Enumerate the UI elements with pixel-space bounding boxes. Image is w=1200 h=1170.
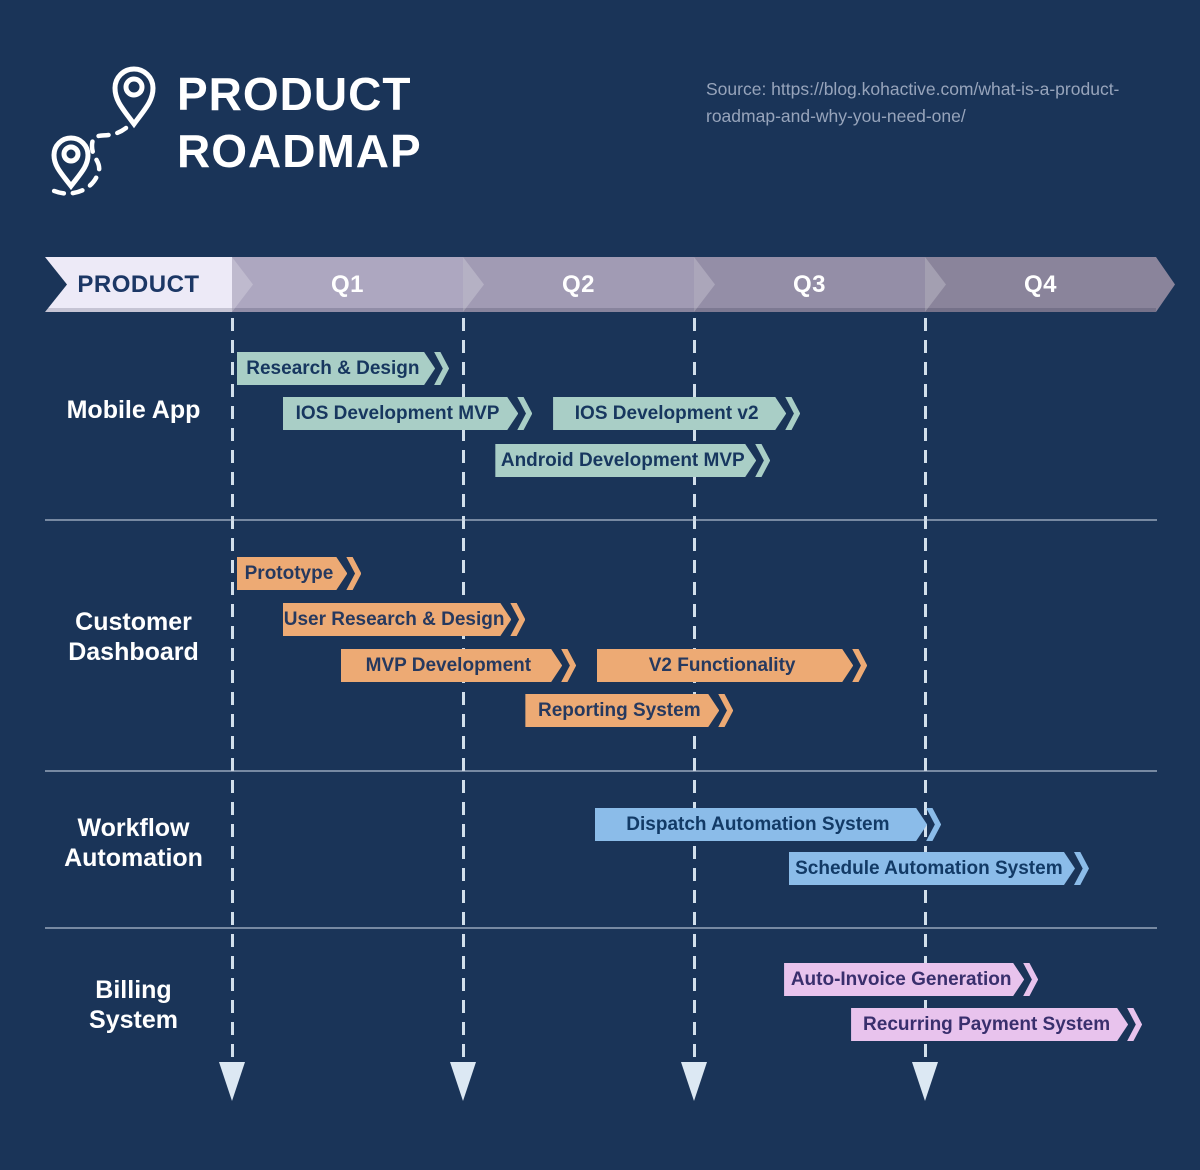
header-segment-q4: Q4 <box>925 257 1156 312</box>
gantt-bar: Recurring Payment System <box>851 1008 1143 1041</box>
quarter-gridline-q2 <box>462 318 465 1058</box>
gantt-bar: Prototype <box>237 557 362 590</box>
header-segment-label: Q2 <box>561 270 595 298</box>
gantt-bar: User Research & Design <box>283 603 526 636</box>
gantt-bar-arrow-tip <box>434 352 450 385</box>
gantt-bar-label: Dispatch Automation System <box>595 808 928 841</box>
page-title-line1: PRODUCT <box>177 68 412 120</box>
quarter-gridline-q4 <box>924 318 927 1058</box>
row-label-line: Workflow <box>77 814 190 842</box>
gantt-bar-label: User Research & Design <box>283 603 512 636</box>
gantt-bar: MVP Development <box>341 649 577 682</box>
quarter-gridline-q1 <box>231 318 234 1058</box>
gantt-bar-arrow-tip <box>755 444 771 477</box>
header-segment-q3: Q3 <box>694 257 925 312</box>
page-title: PRODUCT ROADMAP <box>177 66 422 180</box>
gantt-bar-arrow-tip <box>1023 963 1039 996</box>
gantt-bar-label: Android Development MVP <box>495 444 756 477</box>
gantt-bar-label: Prototype <box>237 557 348 590</box>
gantt-bar-arrow-tip <box>1074 852 1089 885</box>
gantt-bar-arrow-tip <box>926 808 942 841</box>
gantt-bar: IOS Development MVP <box>283 397 533 430</box>
source-text: Source: https://blog.kohactive.com/what-… <box>706 76 1136 130</box>
row-label-line: Automation <box>64 844 203 872</box>
gantt-bar: Reporting System <box>525 694 734 727</box>
gantt-bar: IOS Development v2 <box>553 397 801 430</box>
gantt-bar-arrow-tip <box>510 603 526 636</box>
row-label-line: Customer <box>75 608 192 636</box>
row-divider <box>45 519 1157 521</box>
gantt-bar-arrow-tip <box>517 397 533 430</box>
page-title-line2: ROADMAP <box>177 125 422 177</box>
header-segment-q1: Q1 <box>232 257 463 312</box>
gantt-bar: Schedule Automation System <box>789 852 1089 885</box>
header-segment-q2: Q2 <box>463 257 694 312</box>
row-divider <box>45 770 1157 772</box>
gantt-bar: Auto-Invoice Generation <box>784 963 1039 996</box>
header-segment-label: Q4 <box>1023 270 1057 298</box>
source-text-line2: roadmap-and-why-you-need-one/ <box>706 106 966 126</box>
header-segment-label: Q1 <box>330 270 364 298</box>
header-segment-product: PRODUCT <box>45 257 232 312</box>
row-label-line: System <box>89 1006 178 1034</box>
gantt-bar-label: IOS Development MVP <box>283 397 518 430</box>
header-segment-label: PRODUCT <box>77 270 200 298</box>
gridline-arrow-icon <box>450 1062 476 1101</box>
gantt-bar-arrow-tip <box>718 694 734 727</box>
gantt-bar-label: MVP Development <box>341 649 563 682</box>
map-pins-icon <box>49 66 156 196</box>
row-label-line: Mobile App <box>66 396 201 424</box>
gantt-bar-label: IOS Development v2 <box>553 397 786 430</box>
row-label-line: Dashboard <box>68 638 199 666</box>
source-text-line1: Source: https://blog.kohactive.com/what-… <box>706 79 1120 99</box>
gantt-bar-arrow-tip <box>1127 1008 1143 1041</box>
quarter-gridline-q3 <box>693 318 696 1058</box>
gantt-bar-label: V2 Functionality <box>597 649 853 682</box>
gantt-bar: Android Development MVP <box>495 444 771 477</box>
gantt-bar-arrow-tip <box>346 557 362 590</box>
row-divider <box>45 927 1157 929</box>
row-label-mobile-app: Mobile App <box>36 395 231 425</box>
gantt-bar-label: Recurring Payment System <box>851 1008 1128 1041</box>
gantt-bar: V2 Functionality <box>597 649 868 682</box>
gantt-bar-arrow-tip <box>561 649 577 682</box>
timeline-header: PRODUCT Q1 Q2 Q3 Q4 <box>45 257 1156 312</box>
row-label-line: Billing <box>95 976 172 1004</box>
gantt-bar: Research & Design <box>237 352 450 385</box>
gantt-bar-label: Research & Design <box>237 352 436 385</box>
gridline-arrow-icon <box>219 1062 245 1101</box>
gantt-bar-label: Reporting System <box>525 694 719 727</box>
gantt-bar-arrow-tip <box>852 649 868 682</box>
gantt-bar-arrow-tip <box>785 397 801 430</box>
gridline-arrow-icon <box>681 1062 707 1101</box>
gridline-arrow-icon <box>912 1062 938 1101</box>
header-segment-label: Q3 <box>792 270 826 298</box>
gantt-bar-label: Auto-Invoice Generation <box>784 963 1024 996</box>
gantt-bar: Dispatch Automation System <box>595 808 942 841</box>
gantt-bar-label: Schedule Automation System <box>789 852 1075 885</box>
